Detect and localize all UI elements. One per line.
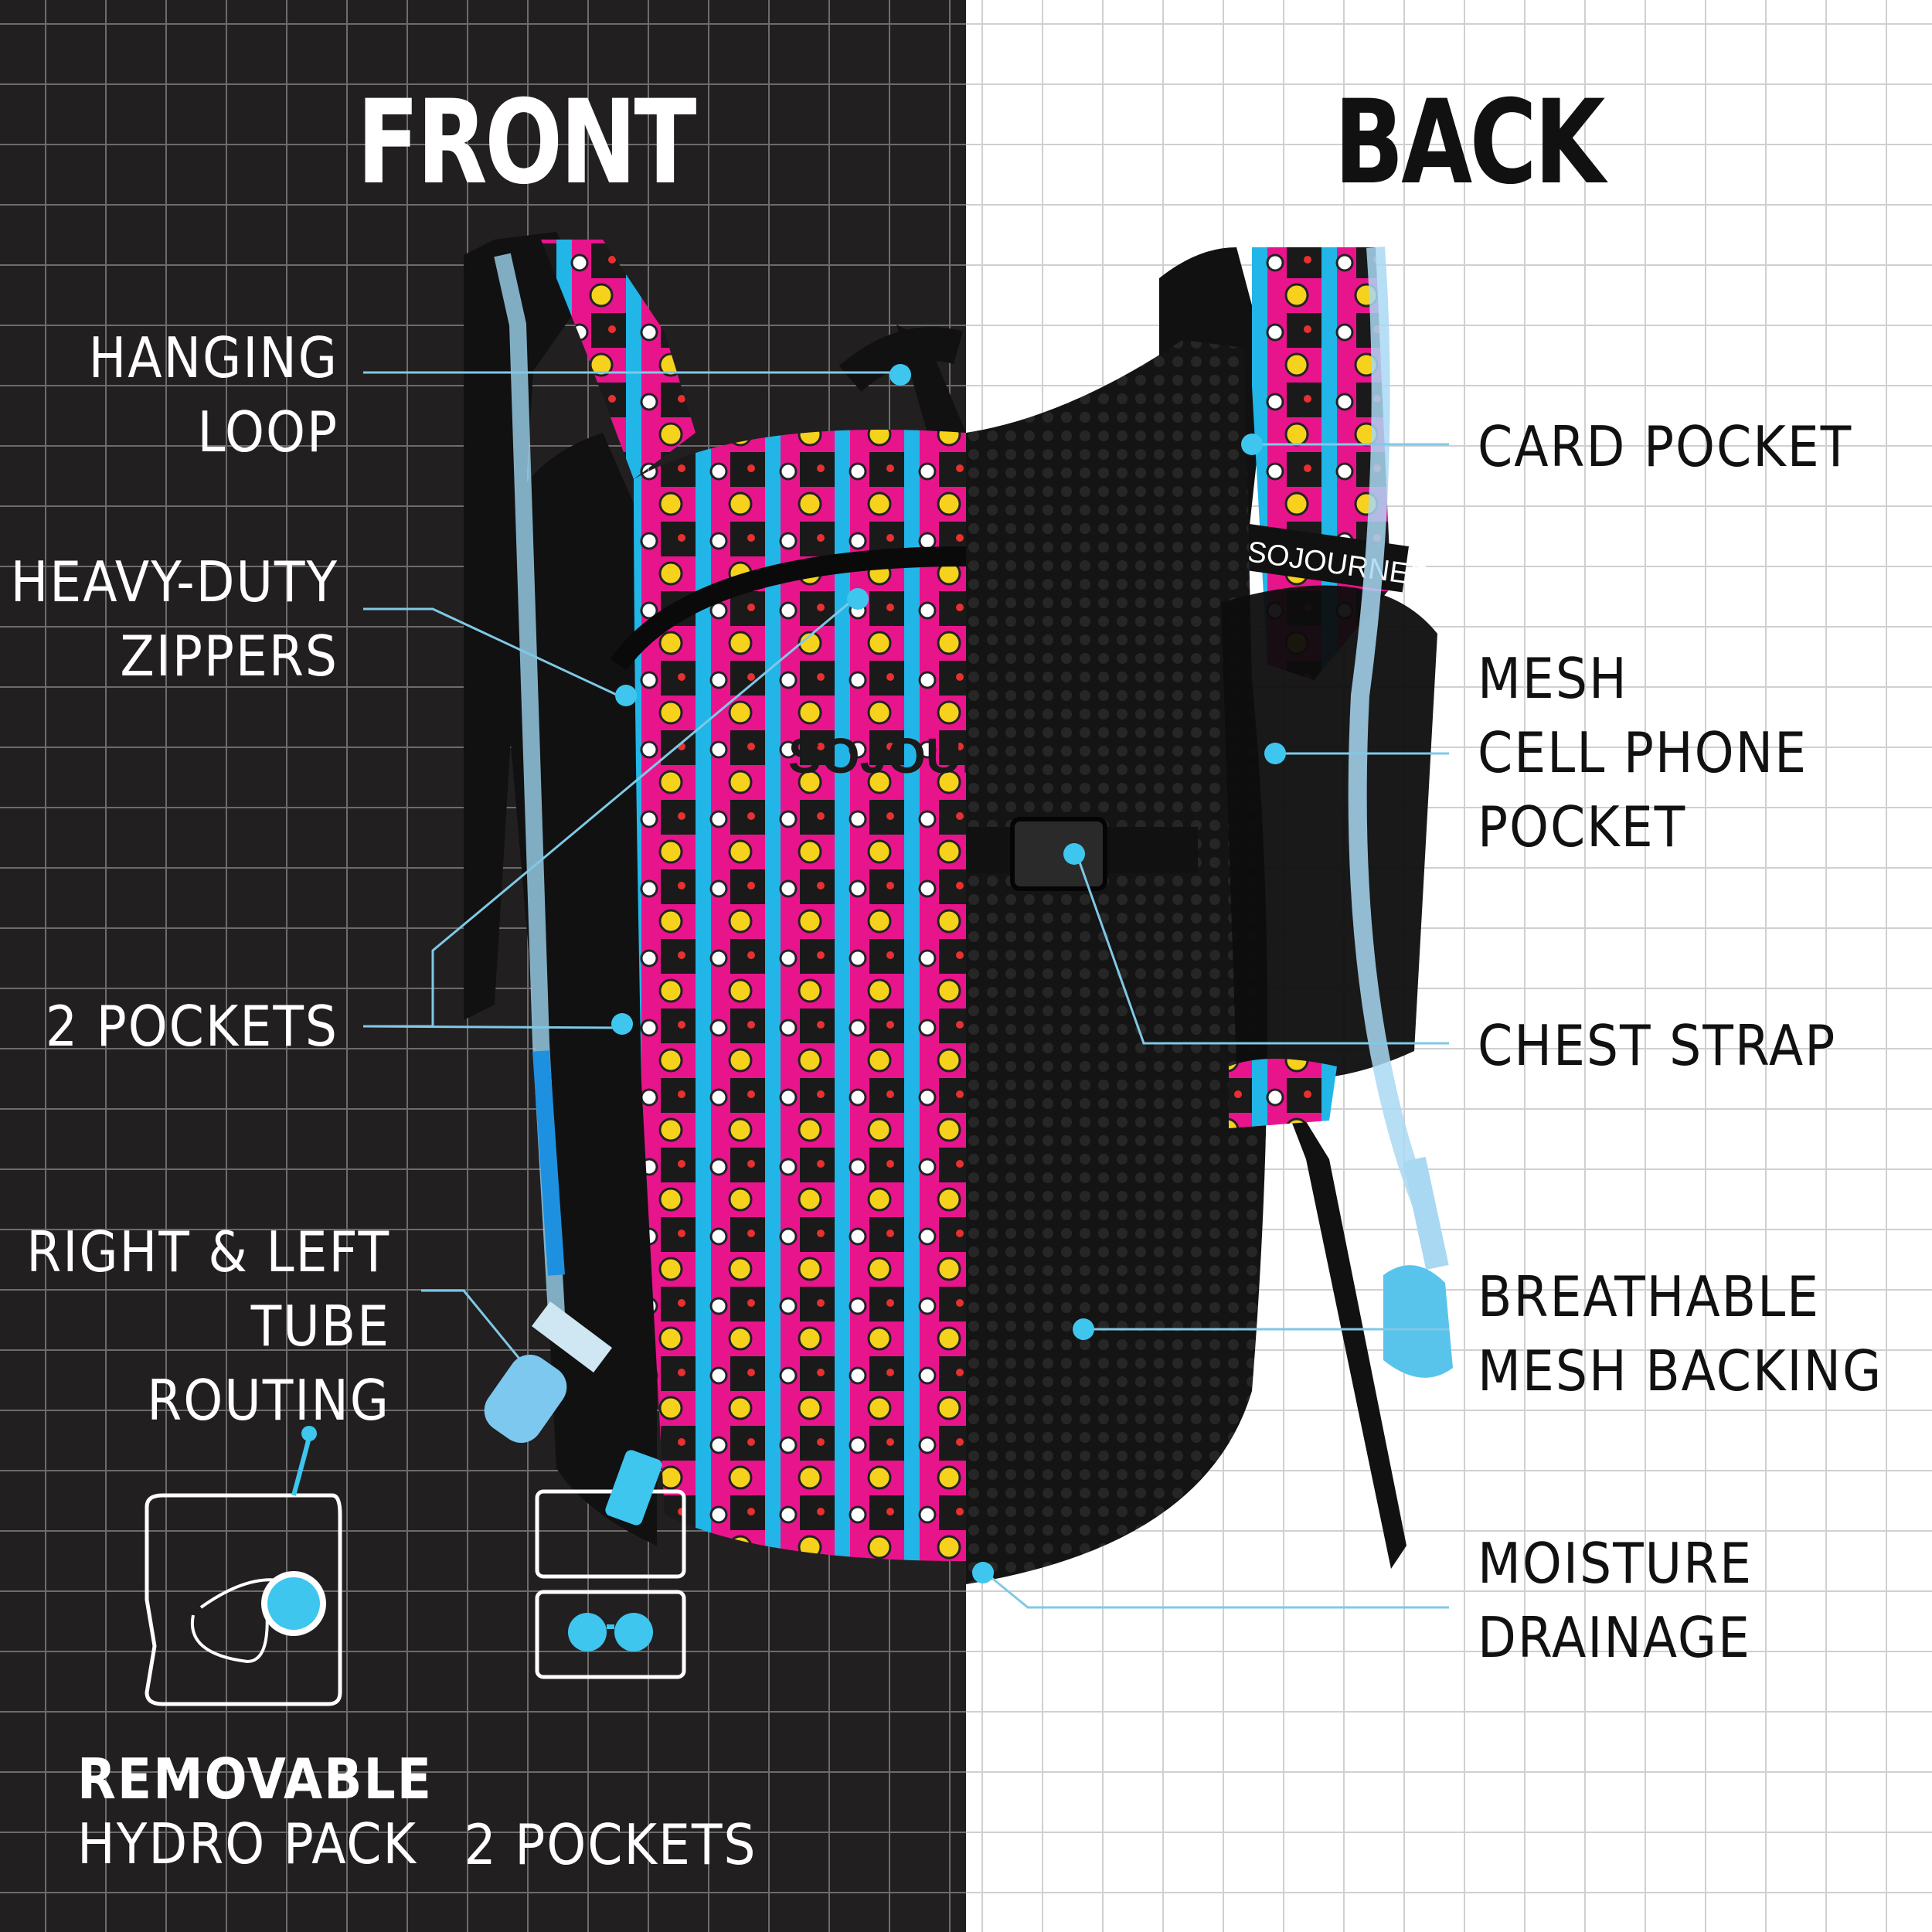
label-card-pocket: CARD POCKET (1478, 414, 1853, 479)
label-mesh-backing: BREATHABLE MESH BACKING (1478, 1264, 1883, 1403)
label-2-pockets: 2 POCKETS (45, 994, 338, 1059)
backpack-front: SOJOURN (464, 232, 1033, 1561)
back-heading: BACK (1334, 76, 1605, 210)
feature-hydro-bold: REMOVABLE (77, 1747, 434, 1811)
backpack-back: SOJOURNER (966, 247, 1453, 1584)
label-chest-strap: CHEST STRAP (1478, 1013, 1837, 1078)
label-moisture-drainage: MOISTURE DRAINAGE (1478, 1531, 1753, 1670)
label-heavy-duty-zippers: HEAVY-DUTY ZIPPERS (10, 549, 338, 689)
feature-removable-hydro-pack: REMOVABLE HYDRO PACK (77, 1747, 434, 1876)
feature-2-pockets: 2 POCKETS (464, 1812, 757, 1877)
callout-lines (362, 371, 1449, 1609)
pockets-icon (535, 1450, 686, 1679)
label-hanging-loop: HANGING LOOP (88, 325, 338, 464)
hydro-pack-icon (145, 1426, 342, 1706)
label-tube-routing: RIGHT & LEFT TUBE ROUTING (26, 1219, 390, 1433)
feature-hydro-text: HYDRO PACK (77, 1811, 417, 1876)
label-mesh-phone-pocket: MESH CELL PHONE POCKET (1478, 646, 1808, 859)
callout-dots (611, 364, 1286, 1583)
